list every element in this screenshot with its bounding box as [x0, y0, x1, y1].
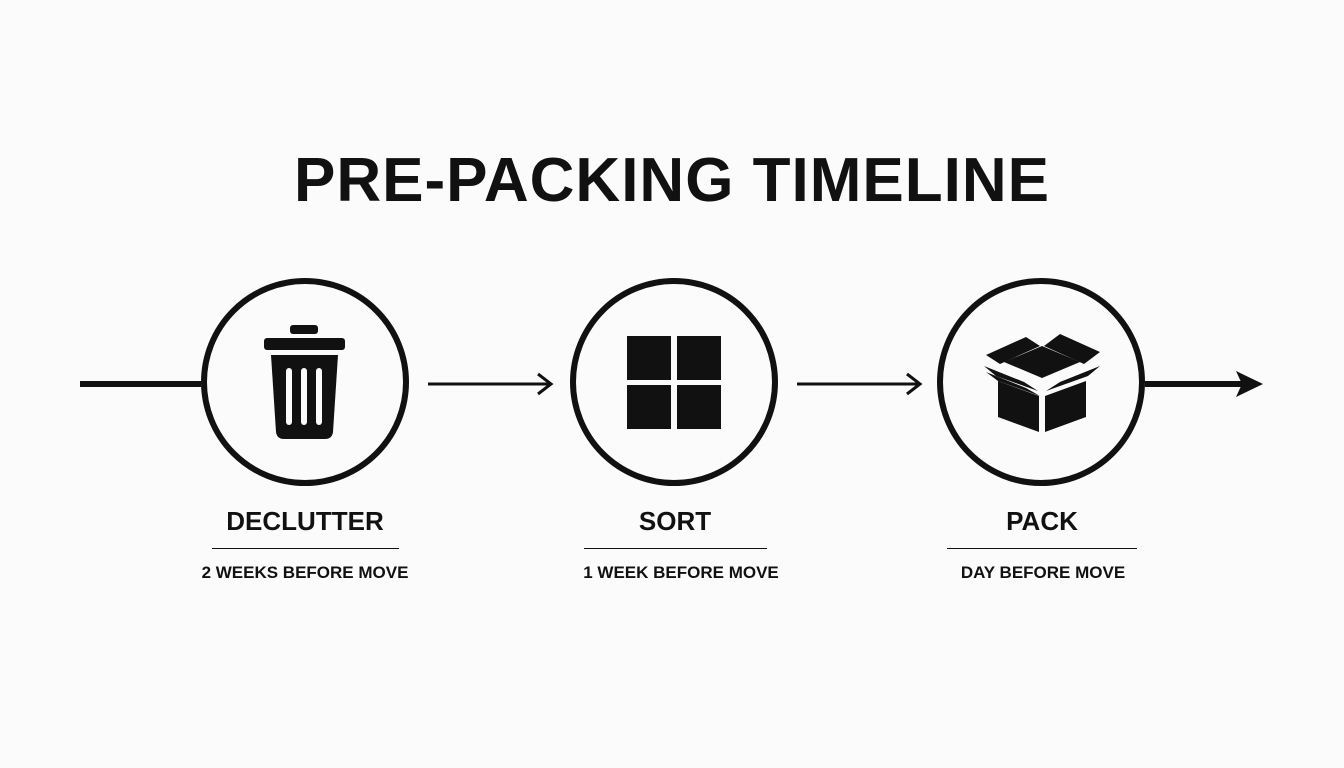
connector-arrow-1: [428, 372, 554, 396]
open-box-icon: [984, 334, 1100, 432]
four-squares-grid-icon: [627, 336, 721, 429]
connector-arrow-2: [797, 372, 923, 396]
trash-can-icon: [264, 325, 345, 439]
step-label-pack: PACK: [1006, 506, 1078, 536]
step-time-pack: DAY BEFORE MOVE: [960, 563, 1126, 582]
step-circle-declutter: [201, 278, 409, 486]
step-divider-sort: [584, 548, 767, 549]
step-time-sort: 1 WEEK BEFORE MOVE: [583, 563, 779, 582]
step-time-declutter: 2 WEEKS BEFORE MOVE: [201, 563, 409, 582]
step-divider-pack: [947, 548, 1137, 549]
step-label-declutter: DECLUTTER: [226, 506, 384, 536]
page-title: PRE-PACKING TIMELINE: [294, 146, 1050, 215]
step-label-sort: SORT: [638, 506, 712, 536]
step-circle-pack: [937, 278, 1145, 486]
timeline-end-arrow: [1145, 371, 1263, 397]
step-divider-declutter: [212, 548, 399, 549]
step-circle-sort: [570, 278, 778, 486]
